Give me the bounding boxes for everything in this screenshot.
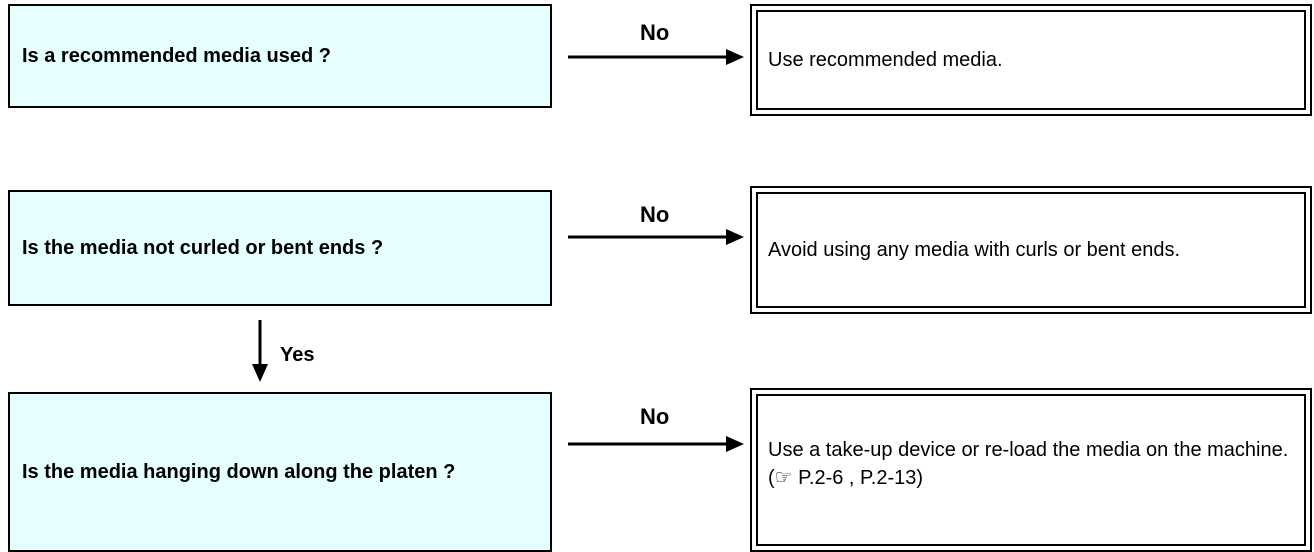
question-text-2: Is the media not curled or bent ends ? [22,237,384,259]
no-label-1: No [640,20,670,45]
action-inner-1: Use recommended media. [756,10,1306,110]
no-arrow-1 [568,49,744,65]
yes-label: Yes [280,344,315,366]
no-arrow-2 [568,229,744,245]
question-box-1: Is a recommended media used ? [8,4,552,108]
question-box-2: Is the media not curled or bent ends ? [8,190,552,306]
action-inner-3: Use a take-up device or re-load the medi… [756,394,1306,546]
action-text-1: Use recommended media. [768,49,1003,71]
question-box-3: Is the media hanging down along the plat… [8,392,552,552]
question-text-3: Is the media hanging down along the plat… [22,461,456,483]
action-text-2: Avoid using any media with curls or bent… [768,239,1181,261]
action-text-3: Use a take-up device or re-load the medi… [768,439,1289,489]
action-box-2: Avoid using any media with curls or bent… [750,186,1312,314]
action-box-1: Use recommended media. [750,4,1312,116]
no-label-2: No [640,202,670,227]
no-label-3: No [640,404,670,429]
no-arrow-3 [568,436,744,452]
question-text-1: Is a recommended media used ? [22,45,331,67]
action-inner-2: Avoid using any media with curls or bent… [756,192,1306,308]
yes-arrow [252,320,268,382]
